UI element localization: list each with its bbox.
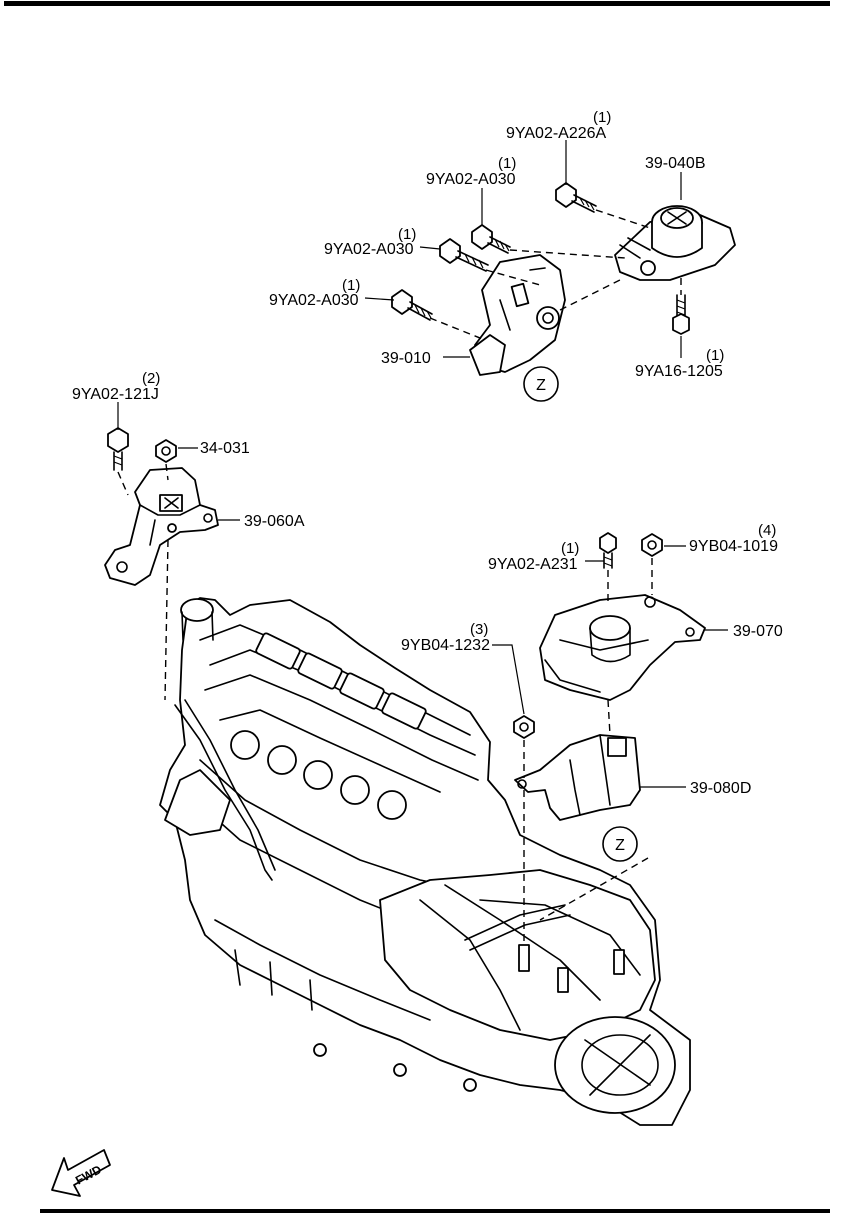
callout-part-number: 9YB04-1232 [401,637,490,654]
callout-qty: (1) [561,540,579,557]
callout-39-080d: 39-080D [690,780,751,797]
callout-part-number: 9YA02-A030 [324,241,414,258]
engine-bracket-39-010 [469,254,566,376]
bolt-9ya16-1205 [672,294,690,335]
callout-part-number: 9YA02-121J [72,386,159,403]
callout-part-number: 9YB04-1019 [689,538,778,555]
callout-part-number: 9YA16-1205 [635,363,723,380]
detail-marker-letter: Z [615,837,625,854]
callout-part-number: 39-040B [645,155,706,172]
nut-9yb04-1019 [641,533,663,557]
bolt-9ya02-a030-1 [471,224,511,254]
callout-qty: (4) [758,522,776,539]
bracket-39-080d [514,734,641,821]
nut-9yb04-1232 [513,715,535,739]
callout-9yb04-1019: (4) 9YB04-1019 [689,522,778,555]
callout-9ya02-a231: (1) 9YA02-A231 [488,540,579,573]
callout-39-060a: 39-060A [244,513,305,530]
callout-9ya02-a030-2: (1) 9YA02-A030 [324,226,416,258]
detail-marker-letter: Z [536,377,546,394]
transaxle-mount-39-070 [539,594,706,701]
callout-34-031: 34-031 [200,440,250,457]
callout-39-010: 39-010 [381,350,431,367]
bolt-9ya02-a231 [599,532,617,569]
callout-part-number: 9YA02-A226A [506,125,607,142]
callout-qty: (1) [342,277,360,294]
callout-9yb04-1232: (3) 9YB04-1232 [401,621,490,654]
callout-39-040b: 39-040B [645,155,706,172]
leader-lines [117,140,728,788]
callout-9ya02-a226a: (1) 9YA02-A226A [506,109,611,142]
callout-qty: (1) [398,226,416,243]
detail-marker-z-upper: Z [523,366,559,402]
callout-qty: (3) [470,621,488,638]
callout-part-number: 9YA02-A231 [488,556,578,573]
callout-part-number: 39-070 [733,623,783,640]
callout-9ya02-a030-1: (1) 9YA02-A030 [426,155,516,188]
callout-part-number: 39-010 [381,350,431,367]
callout-part-number: 9YA02-A030 [426,171,516,188]
bottom-border [40,1209,830,1213]
callout-qty: (2) [142,370,160,387]
callout-9ya16-1205: (1) 9YA16-1205 [635,347,724,380]
callout-part-number: 39-060A [244,513,305,530]
callout-qty: (1) [593,109,611,126]
bolt-9ya02-a226a [555,182,597,213]
engine-mount-39-060a [104,467,219,586]
callout-39-070: 39-070 [733,623,783,640]
bolt-9ya02-121j [107,427,129,471]
engine-transaxle-assembly [159,597,691,1126]
forward-direction-arrow: FWD [51,1149,111,1197]
bolt-9ya02-a030-3 [391,289,433,321]
callout-qty: (1) [706,347,724,364]
detail-marker-z-lower: Z [602,826,638,862]
top-border [4,1,830,6]
callout-part-number: 34-031 [200,440,250,457]
nut-34-031 [155,439,177,463]
callout-part-number: 39-080D [690,780,751,797]
callout-9ya02-121j: (2) 9YA02-121J [72,370,160,403]
callout-9ya02-a030-3: (1) 9YA02-A030 [269,277,360,309]
bolt-9ya02-a030-2 [439,238,489,272]
callout-qty: (1) [498,155,516,172]
callout-part-number: 9YA02-A030 [269,292,359,309]
engine-mount-39-040b [614,205,736,281]
